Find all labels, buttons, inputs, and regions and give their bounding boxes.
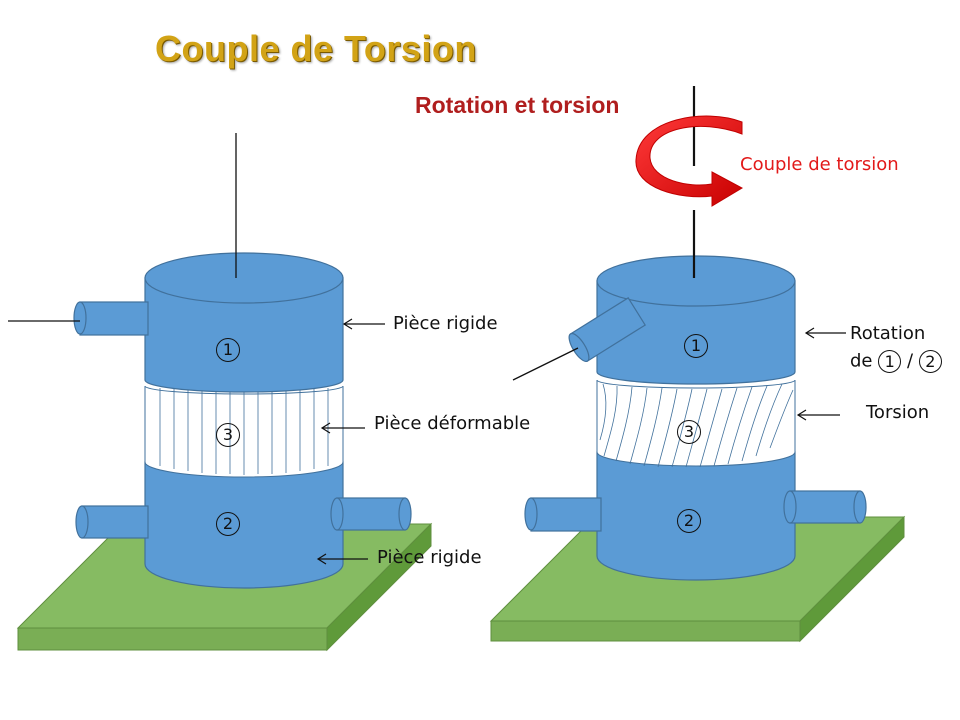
left-top-rigid-cylinder xyxy=(73,252,344,393)
left-assembly xyxy=(8,133,433,652)
right-lever-line xyxy=(512,347,579,381)
label-rotation-relation: de 1 / 2 xyxy=(850,350,942,373)
marker-right-part-1: 1 xyxy=(684,334,708,358)
label-couple-de-torsion: Couple de torsion xyxy=(740,154,899,175)
page-title: Couple de Torsion xyxy=(155,28,477,69)
label-rotation: Rotation xyxy=(850,323,926,344)
left-label-arrows xyxy=(316,318,385,565)
marker-rotation-part-1: 1 xyxy=(878,350,902,373)
label-rotation-separator: / xyxy=(906,350,914,372)
right-label-arrows xyxy=(796,327,846,421)
torsion-rotation-arrow xyxy=(635,115,744,207)
marker-right-part-2: 2 xyxy=(677,509,701,533)
subtitle: Rotation et torsion xyxy=(415,92,620,118)
right-top-rigid-cylinder xyxy=(568,255,796,385)
marker-rotation-part-2: 2 xyxy=(918,350,942,373)
label-top-rigid-piece: Pièce rigide xyxy=(393,313,498,334)
marker-right-part-3: 3 xyxy=(677,420,701,444)
label-torsion: Torsion xyxy=(866,402,930,423)
left-bottom-rigid-cylinder xyxy=(75,461,412,589)
marker-left-part-2: 2 xyxy=(216,512,240,536)
right-assembly xyxy=(489,86,906,643)
label-rotation-de: de xyxy=(850,350,873,372)
left-deformable-section xyxy=(144,385,344,478)
marker-left-part-3: 3 xyxy=(216,423,240,447)
marker-left-part-1: 1 xyxy=(216,338,240,362)
label-deformable-piece: Pièce déformable xyxy=(374,413,531,434)
label-bottom-rigid-piece: Pièce rigide xyxy=(377,547,482,568)
